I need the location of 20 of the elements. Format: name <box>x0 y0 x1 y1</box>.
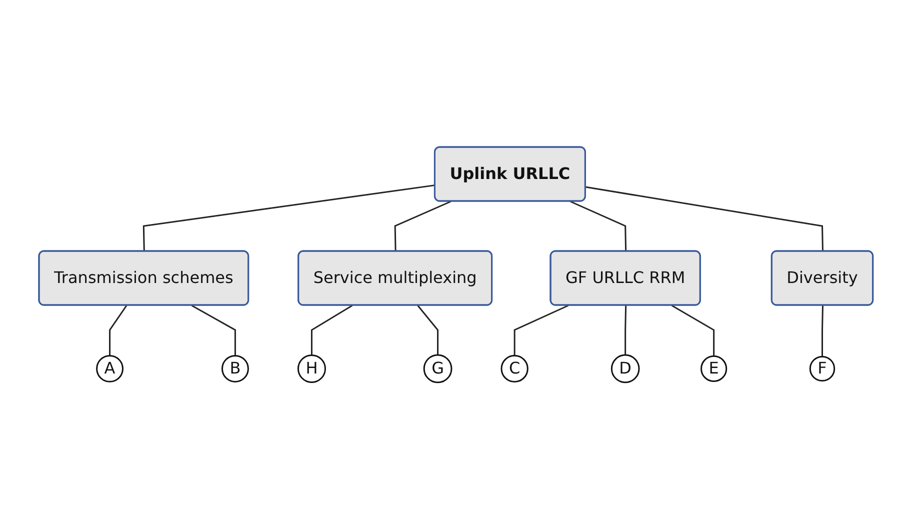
connector <box>514 305 569 356</box>
node-circle: E <box>700 356 728 382</box>
node-circle: H <box>298 354 326 384</box>
connector <box>624 306 627 356</box>
node-circle: D <box>611 354 640 384</box>
node-circle: G <box>423 354 452 384</box>
connector <box>586 186 824 252</box>
node-circle: F <box>809 356 836 382</box>
connector <box>142 184 436 252</box>
connector <box>109 305 128 356</box>
node-circle: A <box>96 355 124 383</box>
node-circle: C <box>500 355 528 383</box>
node-circle: B <box>222 355 250 383</box>
connector <box>417 305 439 356</box>
connector <box>822 306 824 357</box>
connector <box>311 305 353 356</box>
connector <box>671 305 715 356</box>
connector <box>570 201 627 252</box>
connector <box>394 201 452 252</box>
connector <box>191 305 236 356</box>
